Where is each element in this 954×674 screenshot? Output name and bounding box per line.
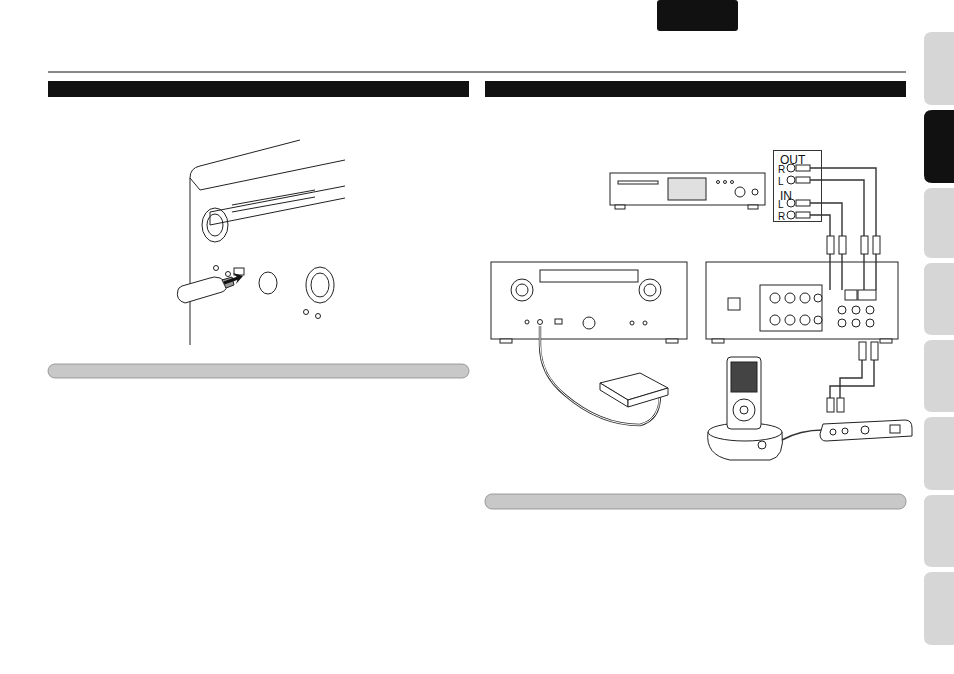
channel-label: R	[778, 211, 785, 222]
connector-box: OUTRLINLR	[773, 150, 822, 222]
channel-label: L	[778, 176, 784, 187]
channel-label: L	[778, 199, 784, 210]
channel-label: R	[778, 164, 785, 175]
